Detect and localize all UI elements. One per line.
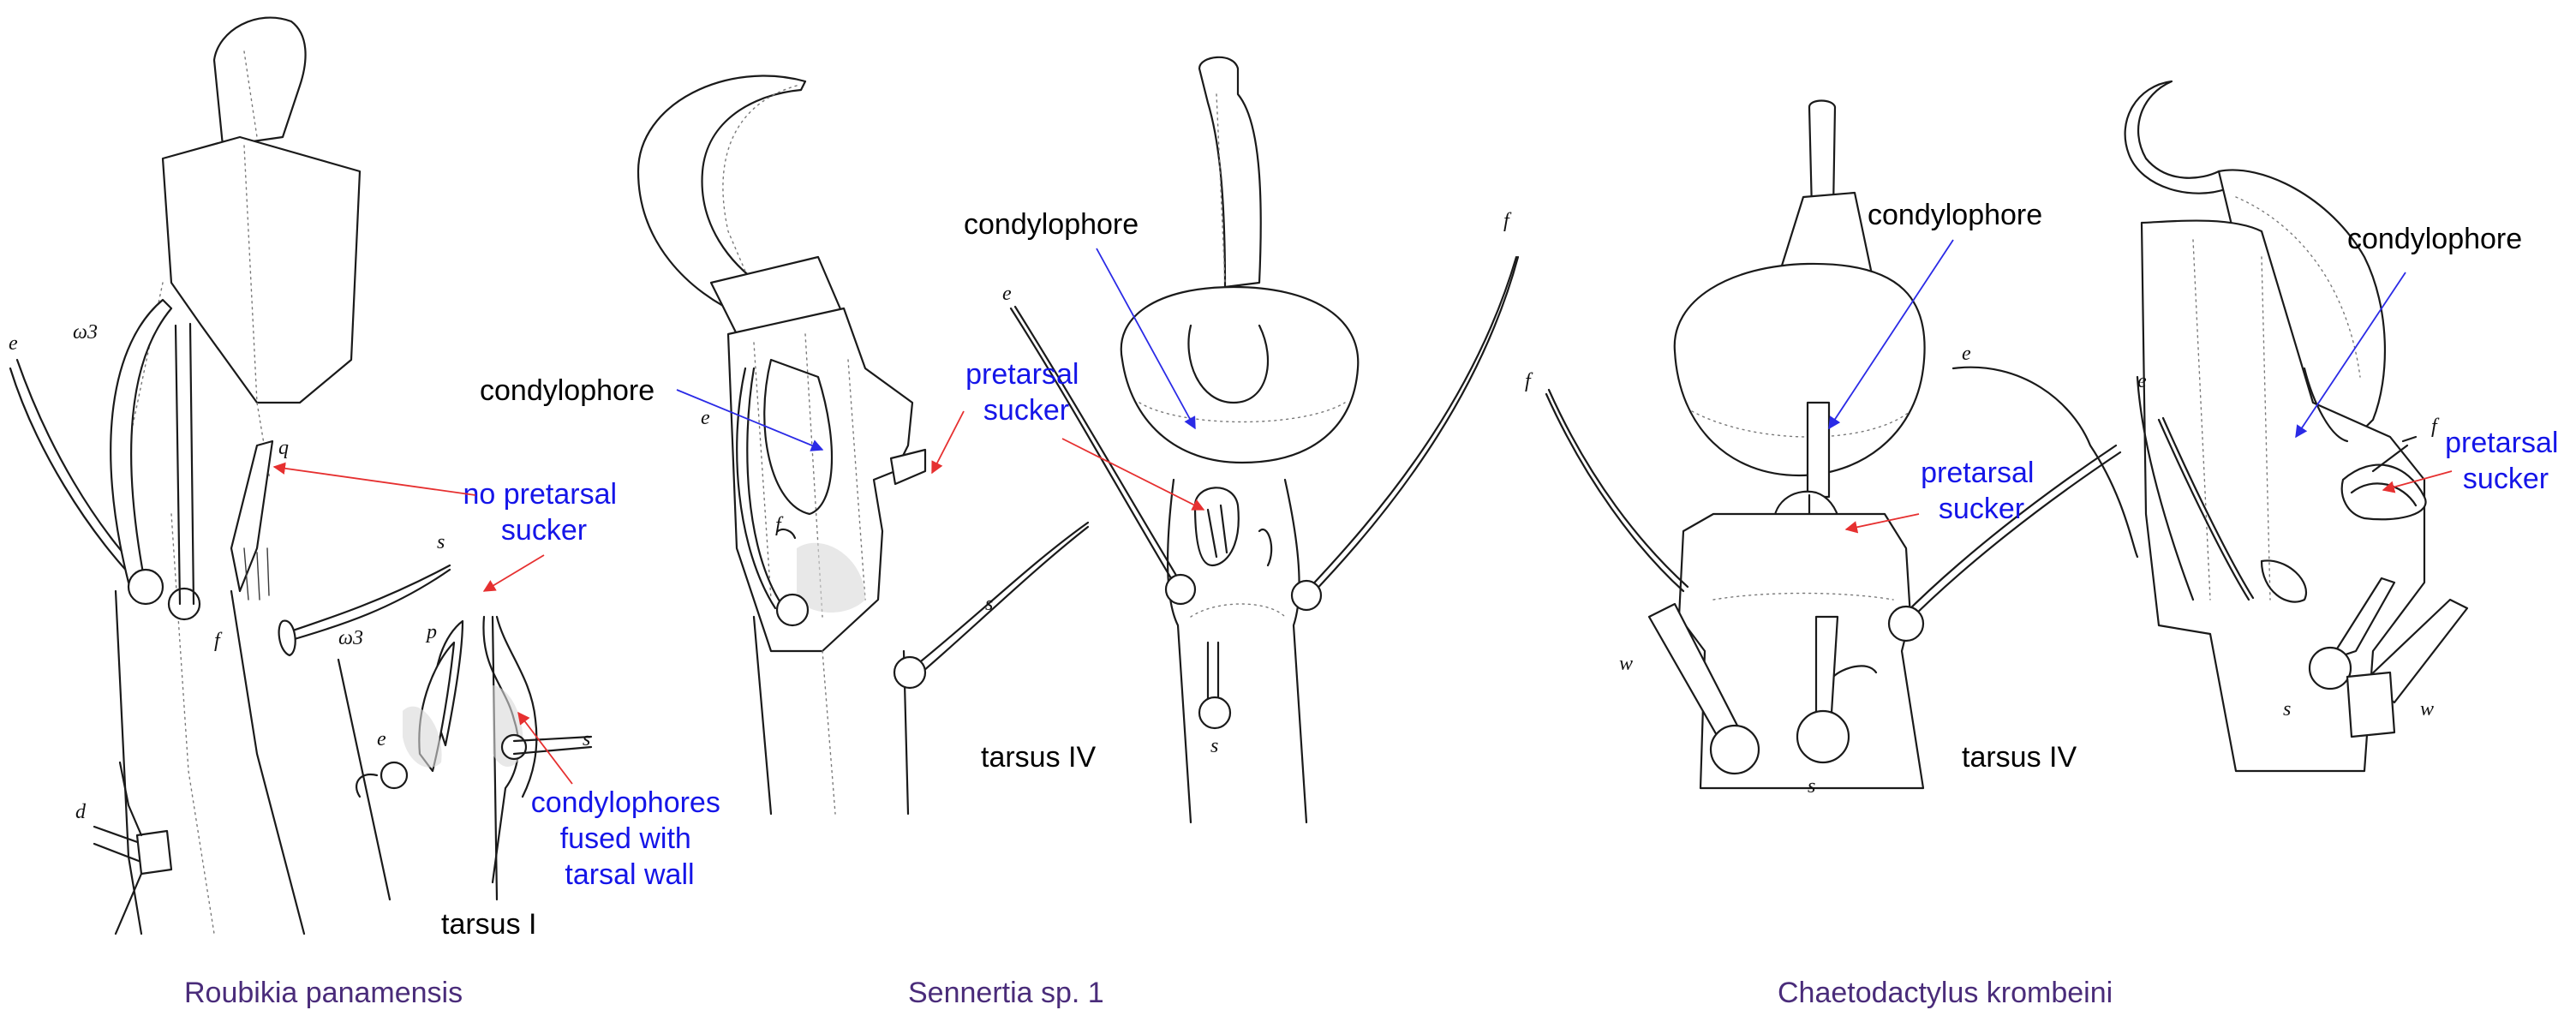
drawing-roubikia-tarsus-I bbox=[278, 564, 593, 901]
label-condylophore: condylophore bbox=[1868, 199, 2042, 231]
seta-label-s-b: s bbox=[583, 728, 590, 750]
seta-label-s: s bbox=[437, 531, 445, 553]
seta-label-f-c: f bbox=[2431, 415, 2440, 438]
seta-label-q: q bbox=[278, 437, 289, 459]
arrow-pretarsal-sucker-b bbox=[2382, 470, 2453, 493]
seta-label-e: e bbox=[1962, 343, 1971, 365]
seta-label-w-b: w bbox=[2420, 698, 2434, 720]
label-tarsus-IV: tarsus IV bbox=[1962, 741, 2077, 774]
arrow-pretarsal-sucker-b bbox=[1061, 438, 1205, 511]
seta-label-s: s bbox=[1808, 775, 1815, 798]
arrow-condylophore bbox=[676, 389, 824, 451]
seta-label-f: f bbox=[775, 514, 784, 536]
seta-label-e: e bbox=[701, 407, 710, 429]
seta-label-e-b: e bbox=[377, 728, 386, 750]
species-roubikia-panamensis: Roubikia panamensis bbox=[184, 977, 463, 1009]
arrow-condylophore bbox=[1828, 239, 1954, 430]
species-sennertia-sp-1: Sennertia sp. 1 bbox=[908, 977, 1104, 1009]
label-condylophore: condylophore bbox=[480, 374, 654, 407]
label-pretarsal-sucker-b: pretarsal sucker bbox=[2445, 427, 2567, 495]
label-pretarsal-sucker: pretarsal sucker bbox=[1921, 457, 2042, 525]
drawing-sennertia-leg-left bbox=[637, 75, 1090, 816]
drawing-sennertia-leg-right bbox=[1009, 56, 1520, 824]
label-no-pretarsal-sucker: no pretarsal sucker bbox=[463, 478, 625, 547]
arrow-no-pretarsal-sucker bbox=[272, 462, 476, 496]
arrow-pretarsal-sucker bbox=[1844, 513, 1920, 534]
seta-label-p: p bbox=[425, 621, 437, 643]
arrow-no-pretarsal-sucker-b bbox=[482, 554, 545, 592]
arrow-pretarsal-sucker bbox=[931, 410, 965, 475]
seta-label-f: f bbox=[214, 630, 223, 652]
drawing-chaetodactylus-leg-right bbox=[2124, 80, 2469, 773]
drawing-roubikia-leg bbox=[9, 16, 362, 935]
seta-label-s-b: s bbox=[1210, 735, 1218, 757]
seta-label-e: e bbox=[9, 332, 18, 355]
seta-label-e-b: e bbox=[1002, 283, 1012, 305]
seta-label-s: s bbox=[985, 593, 993, 615]
label-tarsus-IV: tarsus IV bbox=[981, 741, 1096, 774]
arrow-condylophore-b bbox=[1096, 248, 1196, 430]
seta-label-omega3: ω3 bbox=[73, 321, 98, 344]
drawing-chaetodactylus-leg-left bbox=[1545, 99, 2139, 790]
label-pretarsal-sucker: pretarsal sucker bbox=[965, 358, 1087, 427]
seta-label-omega3-b: ω3 bbox=[338, 627, 363, 649]
seta-label-w: w bbox=[1619, 653, 1633, 675]
arrow-condylophores-fused bbox=[517, 711, 573, 785]
seta-label-f: f bbox=[1525, 370, 1533, 392]
seta-label-e-b: e bbox=[2137, 370, 2147, 392]
species-chaetodactylus-krombeini: Chaetodactylus krombeini bbox=[1778, 977, 2113, 1009]
seta-label-f-b: f bbox=[1503, 210, 1512, 232]
arrow-condylophore-b bbox=[2295, 272, 2406, 439]
label-condylophores-fused: condylophores fused with tarsal wall bbox=[531, 786, 729, 891]
label-tarsus-I: tarsus I bbox=[441, 908, 536, 941]
label-condylophore-b: condylophore bbox=[964, 208, 1139, 241]
seta-label-d: d bbox=[75, 801, 87, 823]
seta-label-s-b: s bbox=[2283, 698, 2291, 720]
label-condylophore-b: condylophore bbox=[2347, 223, 2522, 255]
